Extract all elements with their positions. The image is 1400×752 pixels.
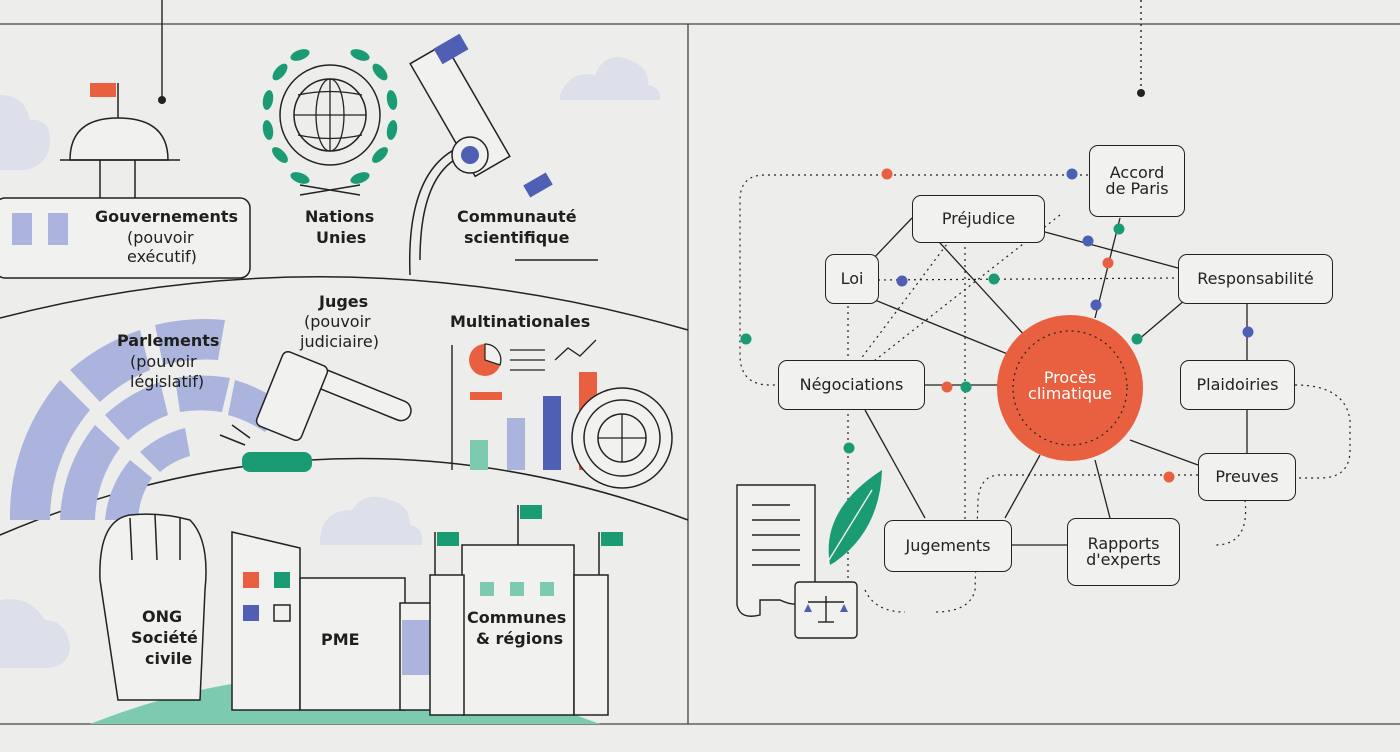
center-line1: Procès: [1043, 368, 1097, 387]
pme-building: [231, 531, 439, 711]
node-rapports-experts: Rapports d'experts: [1067, 518, 1180, 586]
ong-line2: Société: [131, 628, 198, 647]
juges-line1: (pouvoir: [304, 312, 371, 331]
business-chart-icon: [451, 339, 673, 489]
node-accord-de-paris: Accord de Paris: [1089, 145, 1185, 217]
node-responsabilite: Responsabilité: [1178, 254, 1333, 304]
nations-unies-line1: Nations: [305, 207, 375, 226]
microscope: [408, 33, 598, 276]
clouds: [0, 57, 661, 668]
ong-line1: ONG: [142, 607, 183, 626]
node-rapports-line2: d'experts: [1086, 550, 1161, 569]
communaute-line2: scientifique: [464, 228, 570, 247]
center-node-label: Procès climatique: [1020, 370, 1120, 402]
ong-line3: civile: [145, 649, 193, 668]
nations-unies-line2: Unies: [316, 228, 367, 247]
communaute-line1: Communauté: [457, 207, 577, 226]
parlements-line2: législatif): [130, 372, 205, 391]
parlements-title: Parlements: [117, 331, 220, 350]
node-jugements: Jugements: [884, 520, 1012, 572]
arc-top: [0, 276, 689, 331]
center-node-circle: [997, 315, 1143, 461]
communes-line2: & régions: [476, 629, 564, 648]
town-hall: [429, 505, 623, 716]
fist-icon: [99, 513, 207, 701]
multinationales-title: Multinationales: [450, 312, 591, 331]
node-prejudice: Préjudice: [912, 195, 1045, 243]
node-accord-line1: Accord: [1109, 163, 1165, 182]
gouvernements-title: Gouvernements: [95, 207, 239, 226]
united-nations-emblem: [262, 49, 398, 196]
gouvernements-line1: (pouvoir: [127, 228, 194, 247]
node-accord-line2: de Paris: [1105, 179, 1169, 198]
court-document-icon: [736, 470, 882, 639]
network-edges: [864, 217, 1248, 546]
gavel: [219, 350, 412, 472]
connector-dot-left: [158, 96, 166, 104]
connector-dot-right: [1137, 89, 1145, 97]
government-building: [0, 83, 251, 279]
juges-line2: judiciaire): [300, 332, 379, 351]
center-node-ring: [1012, 330, 1128, 446]
communes-line1: Communes: [467, 608, 567, 627]
center-line2: climatique: [1028, 384, 1112, 403]
parlements-line1: (pouvoir: [130, 352, 197, 371]
juges-title: Juges: [319, 292, 369, 311]
node-negociations: Négociations: [778, 360, 925, 410]
pme-title: PME: [321, 630, 360, 649]
gouvernements-line2: exécutif): [127, 247, 197, 266]
network-dots: [740, 168, 1254, 483]
node-plaidoiries: Plaidoiries: [1180, 360, 1295, 410]
node-loi: Loi: [825, 254, 879, 304]
node-preuves: Preuves: [1198, 453, 1296, 501]
node-rapports-line1: Rapports: [1087, 534, 1160, 553]
